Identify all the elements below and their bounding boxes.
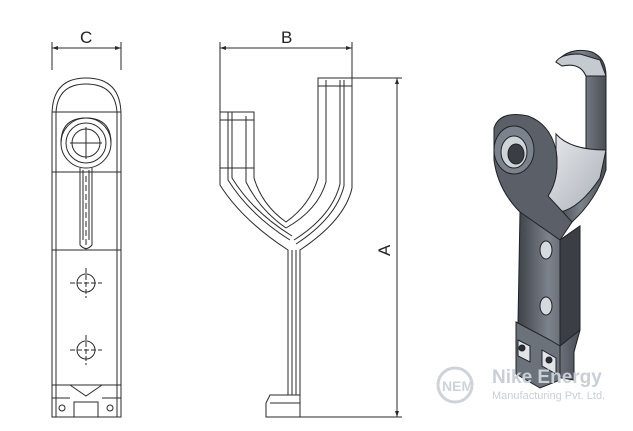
company-logo-letters: NEM [442, 378, 473, 394]
isometric-render [493, 49, 607, 389]
company-name: Nike Energy [492, 367, 602, 388]
front-view [51, 42, 122, 418]
company-subtitle: Manufacturing Pvt. Ltd. [492, 390, 605, 402]
dimension-a-label: A [375, 244, 394, 256]
company-watermark: NEM [436, 366, 474, 404]
dimension-c-label: C [80, 28, 92, 47]
side-view [219, 42, 402, 418]
company-logo-icon [436, 366, 474, 404]
dimension-b-label: B [281, 28, 292, 47]
